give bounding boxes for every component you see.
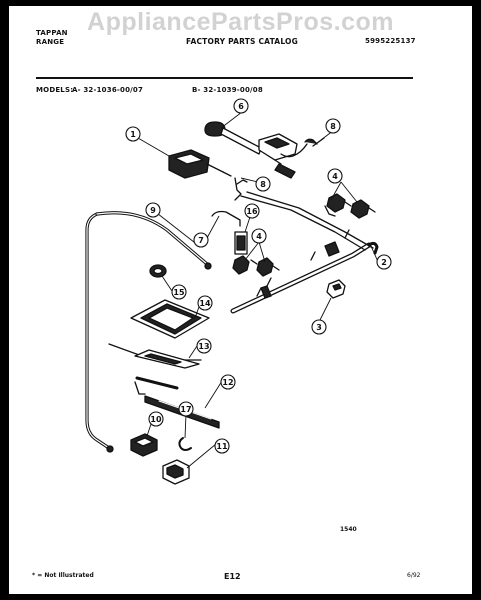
callout-15: 15: [173, 288, 185, 297]
part-broil-burner: [108, 343, 202, 395]
callout-circle-11: [214, 438, 230, 454]
part-manifold-pipe: [230, 229, 379, 314]
catalog-date: 6/92: [407, 572, 421, 579]
part-burner-valves-lower: [232, 255, 280, 277]
callout-6: 6: [238, 102, 244, 111]
callout-circle-12: [220, 374, 236, 390]
part-orifice: [149, 264, 167, 278]
callout-circle-9: [145, 202, 161, 218]
part-hook-clip: [178, 437, 192, 451]
models-label: MODELS:: [36, 86, 74, 94]
callout-circle-7: [193, 232, 209, 248]
callout-12: 12: [222, 378, 233, 387]
part-burner-valves-upper: [324, 193, 376, 219]
page-code: E12: [224, 572, 241, 581]
callout-4b: 4: [256, 232, 262, 241]
callout-4a: 4: [332, 172, 338, 181]
part-valve-fitting: [130, 433, 158, 457]
part-connector-tube: [211, 210, 248, 255]
exploded-parts-diagram: 1 2 3 4 4 6 7 8 8 9 10 11 12 13 14 15 16…: [85, 98, 392, 485]
header-rule: [36, 77, 413, 79]
catalog-title: FACTORY PARTS CATALOG: [186, 37, 298, 46]
callout-3: 3: [316, 323, 322, 332]
callout-circle-8a: [325, 118, 341, 134]
callout-circle-16: [244, 203, 260, 219]
callout-7: 7: [198, 236, 204, 245]
callout-circle-1: [125, 126, 141, 142]
brand-line-2: RANGE: [36, 38, 65, 46]
part-burner-valve-top: [258, 133, 325, 161]
callout-8b: 8: [260, 180, 266, 189]
part-gas-tube: [85, 211, 212, 453]
callout-circle-14: [197, 295, 213, 311]
callout-circle-13: [196, 338, 212, 354]
watermark: AppliancePartsPros.com: [87, 8, 394, 36]
callout-1: 1: [130, 130, 136, 139]
part-ignitor: [162, 459, 190, 485]
model-a: A- 32-1036-00/07: [72, 86, 144, 94]
part-valve-assembly: [204, 121, 296, 179]
part-thermostat: [168, 149, 232, 179]
part-bracket-plate: [130, 299, 210, 339]
callout-10: 10: [150, 415, 162, 424]
callout-circle-2: [376, 254, 392, 270]
brand-line-1: TAPPAN: [36, 29, 68, 37]
callout-2: 2: [381, 258, 387, 267]
callout-circle-6: [233, 98, 249, 114]
callout-9: 9: [150, 206, 156, 215]
callout-circle-17: [178, 401, 194, 417]
callout-13: 13: [198, 342, 209, 351]
callout-circle-10: [148, 411, 164, 427]
model-b: B- 32-1039-00/08: [192, 86, 263, 94]
part-clip: [326, 279, 346, 299]
callout-circle-15: [171, 284, 187, 300]
callout-17: 17: [180, 405, 191, 414]
callout-16: 16: [246, 207, 258, 216]
not-illustrated-note: * = Not Illustrated: [32, 572, 94, 579]
callout-circle-4b: [251, 228, 267, 244]
callout-circle-8b: [255, 176, 271, 192]
catalog-number: 5995225137: [365, 37, 416, 45]
callout-14: 14: [199, 299, 211, 308]
catalog-page: AppliancePartsPros.com TAPPAN RANGE FACT…: [9, 6, 472, 594]
callout-11: 11: [216, 442, 228, 451]
callout-circle-3: [311, 319, 327, 335]
figure-number: 1540: [340, 526, 357, 533]
callout-circle-4a: [327, 168, 343, 184]
callout-8a: 8: [330, 122, 336, 131]
